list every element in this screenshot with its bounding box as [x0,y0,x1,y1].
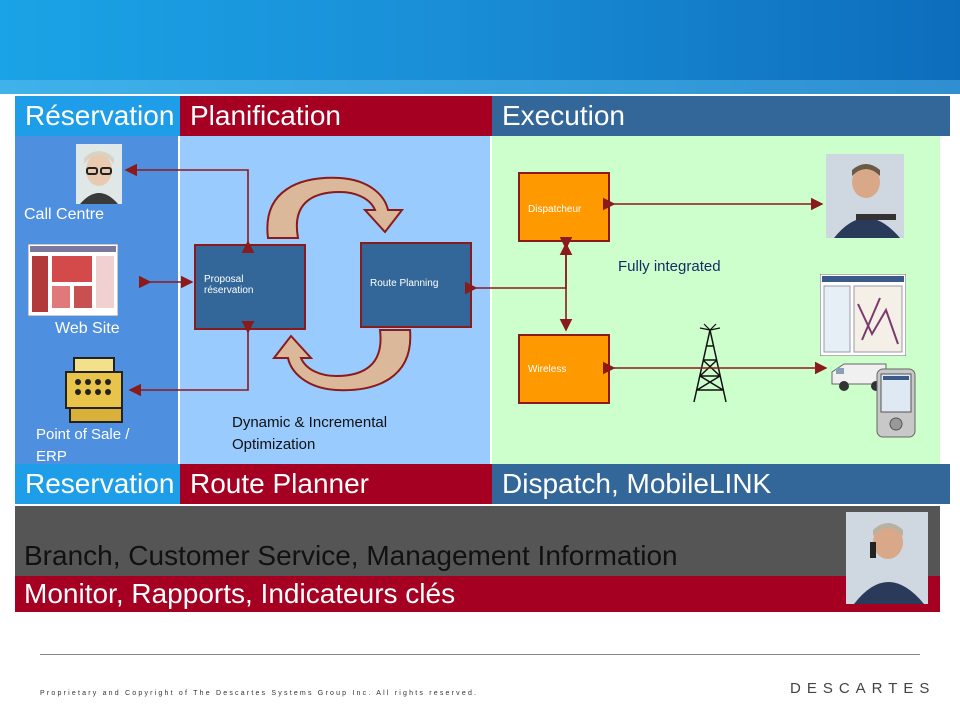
descartes-logo: DESCARTES [790,680,936,697]
header-strip [0,80,960,94]
cash-register-icon [64,356,126,424]
optimization-caption: Dynamic & Incremental Optimization [232,412,387,456]
management-title: Branch, Customer Service, Management Inf… [24,540,678,571]
route-planning-box: Route Planning [360,242,472,328]
point-of-sale-label-line1: Point of Sale / [36,426,130,443]
execution-header: Execution [492,96,950,136]
handheld-device-icon [876,368,916,438]
footer-divider [40,654,920,655]
management-subtitle-band [15,576,940,612]
fully-integrated-label: Fully integrated [618,258,721,275]
optimization-caption-line2: Optimization [232,436,316,453]
reservation-module-header: Reservation [15,464,188,504]
header-band [0,0,960,80]
dispatcher-box-label: Dispatcheur [528,204,582,215]
proposal-box-line1: Proposal [204,274,244,285]
route-planner-module-header: Route Planner [180,464,500,504]
route-planning-box-label: Route Planning [370,278,439,289]
optimization-caption-line1: Dynamic & Incremental [232,414,388,431]
call-centre-agent-icon [76,144,122,204]
manager-photo-icon [846,512,928,604]
map-screen-icon [820,274,906,356]
point-of-sale-label-line2: ERP [36,448,67,465]
management-subtitle: Monitor, Rapports, Indicateurs clés [24,578,456,609]
reservation-header: Réservation [15,96,188,136]
web-site-icon [28,244,118,316]
management-panel [15,506,940,576]
copyright-notice: Proprietary and Copyright of The Descart… [40,690,479,697]
wireless-box: Wireless [518,334,610,404]
dispatch-module-header: Dispatch, MobileLINK [492,464,950,504]
point-of-sale-label: Point of Sale / ERP [36,424,129,468]
call-centre-label: Call Centre [24,206,105,223]
proposal-box-line2: réservation [204,285,254,296]
dispatcher-photo-icon [826,154,904,238]
planning-header: Planification [180,96,500,136]
web-site-label: Web Site [55,320,120,337]
wireless-box-label: Wireless [528,364,567,375]
